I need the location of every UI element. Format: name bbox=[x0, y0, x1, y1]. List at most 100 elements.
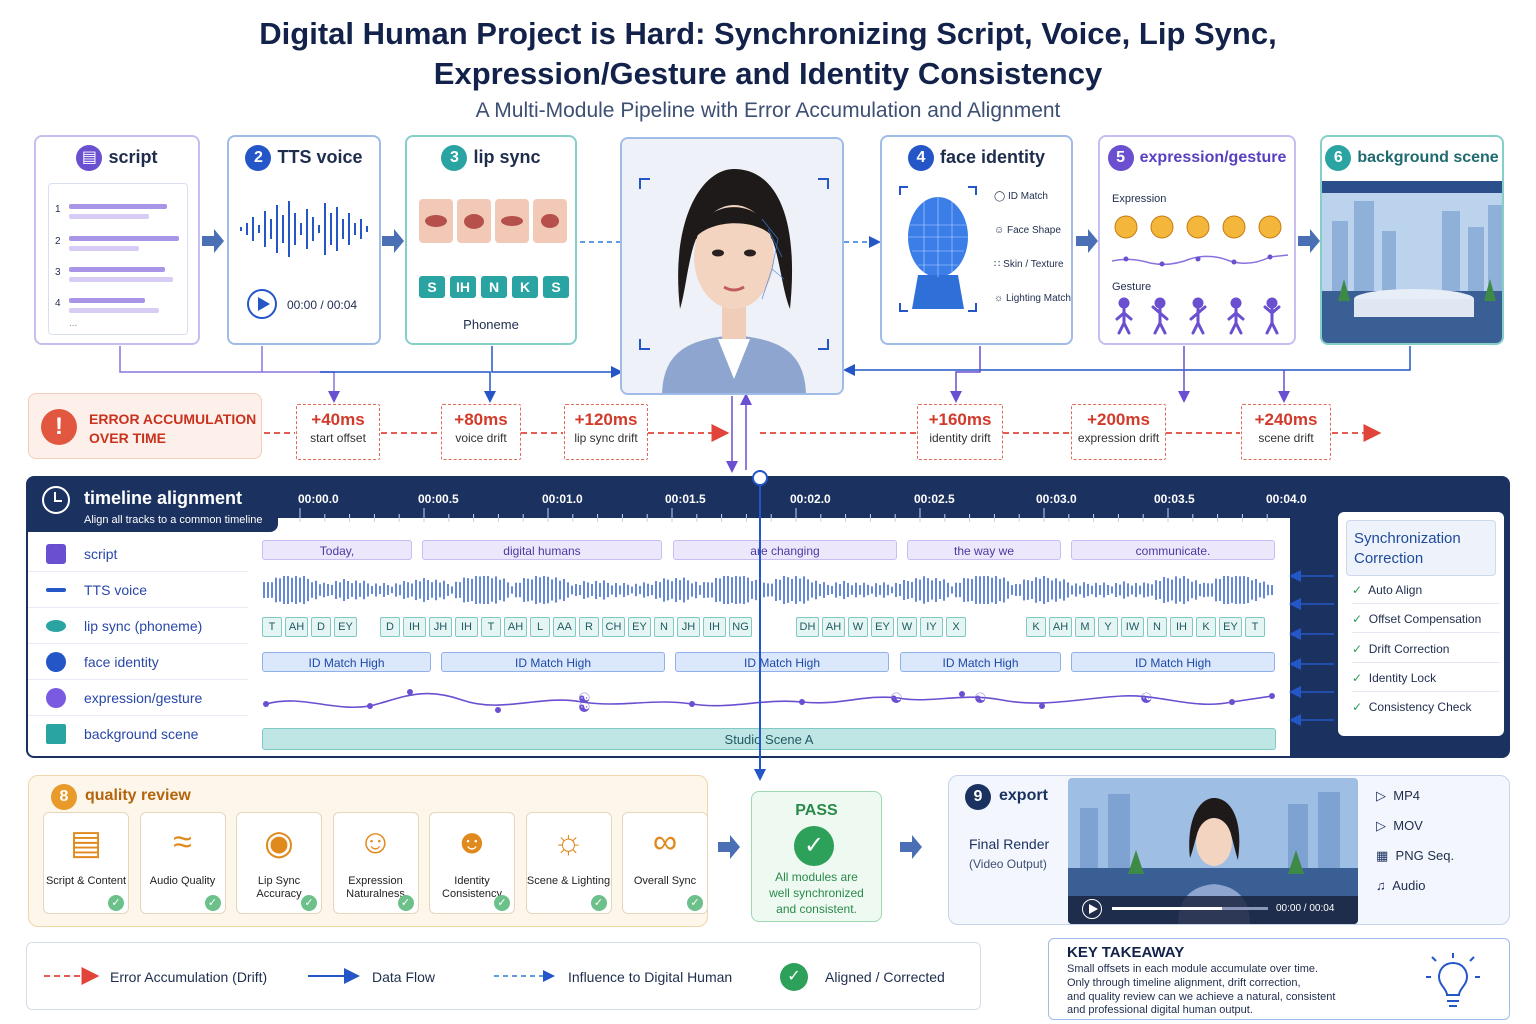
check-circle-icon: ✓ bbox=[397, 895, 414, 911]
script-word-segment[interactable]: are changing bbox=[673, 540, 897, 560]
gesture-marker-icon: ☯ bbox=[578, 690, 591, 706]
sync-item-auto-align: ✓ Auto Align bbox=[1352, 576, 1500, 604]
page-title-line2: Expression/Gesture and Identity Consiste… bbox=[433, 56, 1103, 91]
script-word-segment[interactable]: digital humans bbox=[422, 540, 662, 560]
legend-flow-label: Data Flow bbox=[372, 969, 436, 985]
sun-icon: ☼ bbox=[552, 823, 585, 861]
tick-label: 00:04.0 bbox=[1266, 492, 1307, 506]
warning-icon: ! bbox=[41, 409, 77, 445]
format-png[interactable]: ▦ PNG Seq. bbox=[1376, 848, 1455, 863]
phoneme-chip: D bbox=[311, 617, 331, 637]
script-module-label: script bbox=[108, 146, 158, 167]
check-circle-icon: ✓ bbox=[687, 895, 703, 911]
face-item-skin-texture: ∷ Skin / Texture bbox=[994, 259, 1064, 270]
check-circle-icon: ✓ bbox=[204, 895, 221, 911]
identity-segment[interactable]: ID Match High bbox=[900, 652, 1061, 672]
format-mp4[interactable]: ▷ MP4 bbox=[1376, 788, 1420, 803]
script-word-segment[interactable]: Today, bbox=[262, 540, 412, 560]
quality-check-item: ∞Overall Sync✓ bbox=[622, 812, 708, 914]
export-play-button[interactable] bbox=[1082, 899, 1102, 919]
expression-curve-track: ☯ bbox=[263, 689, 1275, 716]
digital-human-portrait bbox=[620, 137, 844, 395]
phoneme-chip: L bbox=[530, 617, 550, 637]
tick-label: 00:00.5 bbox=[418, 492, 459, 506]
video-preview[interactable] bbox=[1068, 778, 1358, 924]
playhead[interactable] bbox=[759, 470, 761, 776]
video-progress-bar[interactable] bbox=[1112, 907, 1268, 910]
quality-check-item: ◉Lip Sync Accuracy✓ bbox=[236, 812, 322, 914]
track-label-face: face identity bbox=[28, 644, 248, 680]
check-icon: ✓ bbox=[1352, 642, 1363, 656]
lightbulb-icon bbox=[1426, 953, 1480, 1007]
check-icon: ✓ bbox=[1352, 612, 1363, 626]
phoneme-chip: DH bbox=[796, 617, 819, 637]
script-document: 1 2 3 4 ... bbox=[48, 183, 188, 335]
sync-arrows bbox=[1289, 570, 1334, 726]
lip-sync-module-label: lip sync bbox=[473, 146, 541, 167]
document-icon bbox=[46, 544, 66, 564]
phoneme-chip: W bbox=[848, 617, 868, 637]
identity-segment[interactable]: ID Match High bbox=[1071, 652, 1275, 672]
phoneme-chip: N bbox=[1147, 617, 1167, 637]
phoneme-chip: M bbox=[1075, 617, 1095, 637]
legend-drift-label: Error Accumulation (Drift) bbox=[110, 969, 268, 985]
sync-correction-panel: Synchronization Correction bbox=[1338, 512, 1504, 736]
phoneme-chip: T bbox=[262, 617, 282, 637]
face-icon bbox=[46, 652, 66, 672]
identity-segment[interactable]: ID Match High bbox=[675, 652, 889, 672]
phoneme-chip: NG bbox=[729, 617, 752, 637]
script-word-segment[interactable]: the way we bbox=[907, 540, 1061, 560]
phoneme-caption: Phoneme bbox=[463, 317, 519, 332]
identity-segment[interactable]: ID Match High bbox=[262, 652, 431, 672]
format-mov[interactable]: ▷ MOV bbox=[1376, 818, 1423, 833]
mouth-frame-icon bbox=[533, 199, 567, 243]
gesture-label: Gesture bbox=[1112, 281, 1152, 293]
music-note-icon: ♫ bbox=[1376, 878, 1386, 893]
phoneme-chip: N bbox=[654, 617, 674, 637]
format-audio[interactable]: ♫ Audio bbox=[1376, 878, 1426, 893]
track-label-tts: TTS voice bbox=[28, 572, 248, 608]
phoneme-chip: AH bbox=[285, 617, 308, 637]
scene-segment[interactable]: Studio Scene A bbox=[262, 728, 1276, 750]
gesture-figures bbox=[1115, 297, 1281, 335]
play-icon bbox=[258, 297, 270, 311]
identity-segment[interactable]: ID Match High bbox=[441, 652, 665, 672]
sync-item-offset: ✓ Offset Compensation bbox=[1352, 605, 1500, 633]
track-label-background: background scene bbox=[28, 716, 248, 752]
quality-check-item: ≈Audio Quality✓ bbox=[139, 812, 226, 914]
tick-label: 00:01.0 bbox=[542, 492, 583, 506]
expression-faces bbox=[1111, 215, 1289, 267]
mouth-frame-icon bbox=[495, 199, 529, 243]
check-circle-icon: ✓ bbox=[108, 895, 124, 911]
phoneme-chip: N bbox=[481, 276, 507, 298]
script-word-segment[interactable]: communicate. bbox=[1071, 540, 1275, 560]
playhead-handle[interactable] bbox=[752, 470, 768, 486]
audio-icon: ≈ bbox=[173, 823, 192, 861]
phoneme-chip: IH bbox=[403, 617, 426, 637]
check-icon: ✓ bbox=[1352, 671, 1363, 685]
texture-icon: ∷ bbox=[994, 259, 1001, 270]
phoneme-chip: T bbox=[1245, 617, 1265, 637]
error-accumulation-banner: ! ERROR ACCUMULATION OVER TIME bbox=[28, 393, 262, 459]
phoneme-chip: Y bbox=[1098, 617, 1118, 637]
tts-play-button[interactable] bbox=[247, 289, 277, 319]
tick-label: 00:02.0 bbox=[790, 492, 831, 506]
phoneme-chip: EY bbox=[871, 617, 894, 637]
page-subtitle: A Multi-Module Pipeline with Error Accum… bbox=[475, 99, 1061, 122]
clock-icon bbox=[42, 486, 70, 514]
phoneme-chip: JH bbox=[429, 617, 452, 637]
phoneme-chip: AH bbox=[1049, 617, 1072, 637]
phoneme-chip: IH bbox=[703, 617, 726, 637]
